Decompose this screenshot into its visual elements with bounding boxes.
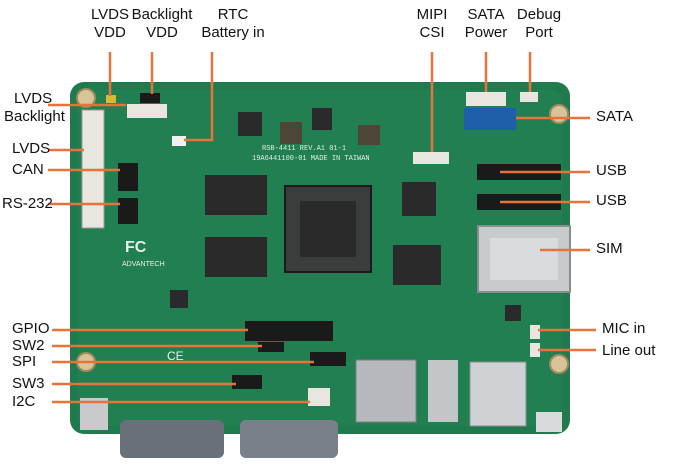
sata-power-connector: [466, 92, 506, 106]
small-chip-5: [170, 290, 188, 308]
label-lvds-backlight-line1: LVDS: [14, 90, 53, 107]
label-lvds-vdd-line2: VDD: [94, 24, 126, 41]
fcc-logo: FC: [125, 239, 147, 256]
gpio-header: [245, 321, 333, 341]
board-serial-text: 19A6441100-01 MADE IN TAIWAN: [252, 155, 370, 163]
micro-usb-port: [536, 412, 562, 432]
line-out-connector: [530, 343, 540, 357]
rs232-header: [118, 198, 138, 224]
label-mipi-csi: MIPI CSI: [404, 6, 460, 42]
memory-chip-2: [205, 237, 267, 277]
serial-port-db9: [120, 420, 224, 458]
label-sw2: SW2: [12, 337, 45, 354]
label-rtc-battery-line1: RTC: [217, 6, 249, 23]
sw2-switch: [258, 342, 284, 352]
mounting-hole-top-right: [549, 104, 569, 124]
i2c-connector: [308, 388, 330, 406]
debug-port-connector: [520, 92, 538, 102]
label-mic-in: MIC in: [602, 320, 646, 337]
label-spi: SPI: [12, 353, 37, 370]
label-lvds-backlight-line2: Backlight: [4, 108, 65, 125]
label-backlight-vdd-line2: VDD: [146, 24, 178, 41]
backlight-vdd-jumper: [140, 93, 160, 103]
can-header: [118, 163, 138, 191]
callout-lines: [48, 52, 596, 404]
backlight-connector: [127, 104, 167, 118]
label-usb-1: USB: [596, 162, 627, 179]
label-usb-2: USB: [596, 192, 627, 209]
label-mipi-csi-line2: CSI: [419, 24, 445, 41]
label-lvds: LVDS: [12, 140, 51, 157]
callout-rtc-battery: [184, 52, 214, 142]
label-rtc-battery: RTC Battery in: [188, 6, 278, 42]
label-lvds-vdd-line1: LVDS: [90, 6, 130, 23]
sw3-switch: [232, 375, 262, 389]
emmc-chip: [393, 245, 441, 285]
label-sata-power-line1: SATA: [467, 6, 505, 23]
rtc-battery-connector: [172, 136, 186, 146]
small-chip-4: [280, 122, 302, 144]
memory-chip-1: [205, 175, 267, 215]
mic-in-connector: [530, 325, 540, 339]
label-i2c: I2C: [12, 393, 36, 410]
power-jack: [80, 398, 108, 430]
label-gpio: GPIO: [12, 320, 50, 337]
mounting-hole-bottom-right: [549, 354, 569, 374]
label-rtc-battery-line2: Battery in: [201, 24, 265, 41]
label-sata-power: SATA Power: [458, 6, 514, 42]
board-model-text: RSB-4411 REV.A1 01-1: [262, 145, 346, 153]
label-sata: SATA: [596, 108, 633, 125]
pmic-chip: [402, 182, 436, 216]
ce-logo: CE: [167, 349, 184, 363]
soc-die: [300, 201, 356, 257]
mipi-csi-connector: [413, 152, 449, 164]
small-chip-1: [312, 108, 332, 130]
label-sata-power-line2: Power: [464, 24, 508, 41]
spi-header: [310, 352, 346, 366]
label-mipi-csi-line1: MIPI: [416, 6, 448, 23]
label-sw3: SW3: [12, 375, 45, 392]
label-backlight-vdd-line1: Backlight: [131, 6, 193, 23]
ethernet-port: [355, 359, 417, 423]
label-debug-port: Debug Port: [512, 6, 566, 42]
label-lvds-backlight: LVDS Backlight: [4, 90, 65, 126]
sim-slot-inner: [490, 238, 558, 280]
sata-connector: [464, 108, 516, 130]
vga-port: [240, 420, 338, 458]
label-lvds-vdd: LVDS VDD: [78, 6, 142, 42]
lvds-vdd-jumper: [106, 95, 116, 103]
label-debug-port-line2: Port: [525, 24, 553, 41]
small-chip-6: [505, 305, 521, 321]
brand-text: ADVANTECH: [122, 261, 165, 268]
small-chip-3: [358, 125, 380, 145]
usb-port-stack: [469, 361, 527, 427]
label-sim: SIM: [596, 240, 623, 257]
label-rs232: RS-232: [2, 195, 53, 212]
small-chip-2: [238, 112, 262, 136]
label-line-out: Line out: [602, 342, 656, 359]
mounting-hole-top-left: [76, 88, 96, 108]
hdmi-port: [428, 360, 458, 422]
label-backlight-vdd: Backlight VDD: [122, 6, 202, 42]
label-debug-port-line1: Debug: [516, 6, 562, 23]
label-can: CAN: [12, 161, 44, 178]
